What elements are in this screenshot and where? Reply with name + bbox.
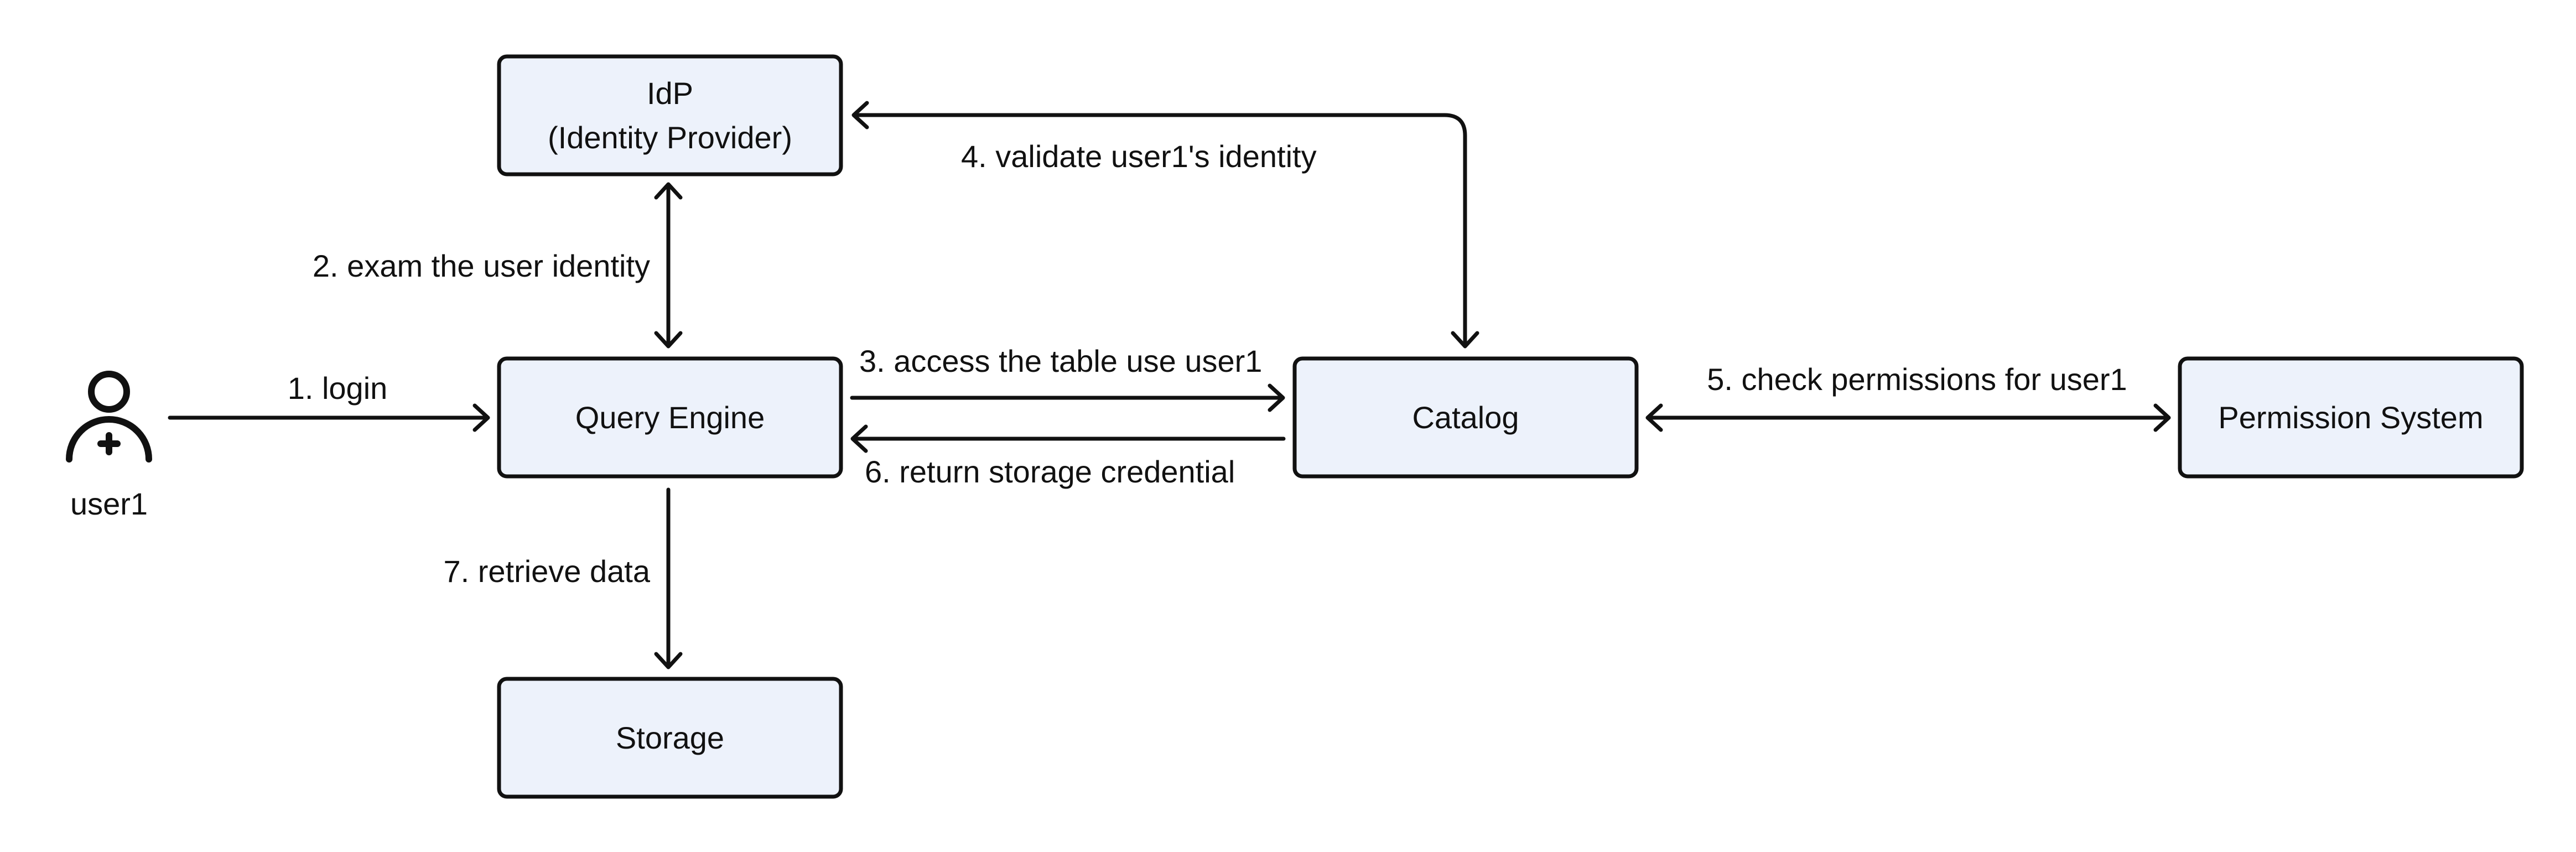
edge-check-permissions-label: 5. check permissions for user1 [1707,362,2127,397]
node-catalog: Catalog [1292,356,1639,479]
edge-retrieve-data-label: 7. retrieve data [443,554,650,589]
edge-check-permissions-arrowhead-left [1645,403,1663,432]
node-idp-title: IdP [647,76,693,111]
node-catalog-label: Catalog [1412,400,1519,435]
node-query-engine-label: Query Engine [575,400,765,435]
node-permission-system-label: Permission System [2218,400,2483,435]
edge-login-arrowhead [472,403,490,432]
actor-user1: user1 [66,371,152,521]
edge-login: 1. login [168,371,490,432]
node-storage-label: Storage [616,720,724,755]
user-add-icon [66,371,152,463]
edge-login-label: 1. login [288,371,388,406]
node-storage: Storage [497,677,843,799]
node-idp: IdP (Identity Provider) [497,54,843,176]
node-idp-subtitle: (Identity Provider) [548,120,792,155]
edge-validate-identity: 4. validate user1's identity [851,101,1479,349]
edge-return-credential-label: 6. return storage credential [865,454,1235,489]
edge-access-table: 3. access the table use user1 [850,344,1285,412]
edge-check-permissions-arrowhead-right [2153,403,2171,432]
node-idp-box [497,54,843,176]
edge-check-permissions: 5. check permissions for user1 [1645,362,2171,432]
edge-retrieve-data-arrowhead [654,652,683,669]
edge-exam-identity-arrowhead-top [654,182,683,200]
actor-user1-label: user1 [70,486,148,521]
edge-exam-identity-label: 2. exam the user identity [313,248,650,283]
node-query-engine: Query Engine [497,356,843,479]
edge-retrieve-data: 7. retrieve data [443,487,683,669]
edge-validate-identity-arrowhead-catalog [1451,331,1479,349]
node-catalog-box [1292,356,1639,479]
edge-validate-identity-arrowhead-idp [851,101,869,129]
node-permission-system: Permission System [2178,356,2524,479]
edge-return-credential-arrowhead [850,424,868,453]
node-query-engine-box [497,356,843,479]
edge-exam-identity: 2. exam the user identity [313,182,683,349]
edge-validate-identity-line [853,113,1467,345]
edge-exam-identity-arrowhead-bottom [654,331,683,349]
node-storage-box [497,677,843,799]
edge-return-credential: 6. return storage credential [850,424,1286,489]
edge-validate-identity-label: 4. validate user1's identity [961,139,1317,174]
edge-access-table-arrowhead [1268,383,1285,412]
node-permission-system-box [2178,356,2524,479]
edge-access-table-label: 3. access the table use user1 [859,344,1262,378]
